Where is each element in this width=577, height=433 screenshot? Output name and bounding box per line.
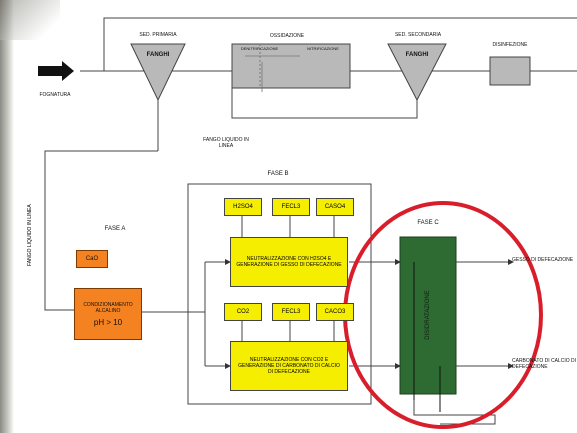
reagent-caco3: CaCO3 [316,303,354,321]
reagent-h2so4: H2SO4 [224,198,262,216]
secondary-clarifier-shape [387,43,447,102]
reagent-caso4: CaSO4 [316,198,354,216]
fase-c-title: FASE C [417,220,439,226]
inlet-arrow-icon [38,61,74,81]
photo-edge-top [0,0,60,40]
cao-box: CaO [76,250,108,268]
sludge-line [44,150,158,311]
reagent-fecl3-top: FeCl3 [272,198,310,216]
secondary-return-line [231,88,418,119]
recirculation-line [103,17,577,71]
label-fanghi-1: FANGHI [146,52,170,58]
label-sed-primaria: SED. PRIMARIA [139,32,177,38]
disidratazione-label: DISIDRATAZIONE [425,290,431,340]
label-fanghi-2: FANGHI [405,52,429,58]
primary-clarifier-shape [130,43,186,102]
neutralizzazione-h2so4-box: NEUTRALIZZAZIONE CON H2SO4 E GENERAZIONE… [230,237,348,287]
label-denitrificazione: DENITRIFICAZIONE [240,46,279,51]
label-ossidazione: OSSIDAZIONE [269,33,305,39]
ph-label: pH > 10 [93,317,123,327]
label-sed-secondaria: SED. SECONDARIA [394,32,442,38]
disinfection-tank [489,56,531,86]
oxidation-tank [231,43,351,89]
label-fognatura: FOGNATURA [39,92,71,98]
fase-b-frame [187,183,372,405]
reagent-fecl3-bottom: FeCl3 [272,303,310,321]
label-fango-liquido: FANGO LIQUIDO IN LINEA [203,137,249,149]
neutralizzazione-co2-box: NEUTRALIZZAZIONE CON CO2 E GENERAZIONE D… [230,341,348,391]
condizionamento-label: CONDIZIONAMENTO ALCALINO [83,301,133,314]
output-gesso: GESSO DI DEFECAZIONE [512,257,574,263]
dehydration-column [399,236,457,395]
output-carbonato: CARBONATO DI CALCIO DI DEFECAZIONE [512,358,576,370]
reagent-co2: CO2 [224,303,262,321]
photo-edge-left [0,0,14,433]
fase-a-title: FASE A [104,226,126,232]
label-fango-liquido-left: FANGO LIQUIDO IN LINEA [27,204,33,266]
label-nitrificazione: NITRIFICAZIONE [307,46,339,51]
condizionamento-box: CONDIZIONAMENTO ALCALINO pH > 10 [74,288,142,340]
label-disinfezione: DISINFEZIONE [492,42,528,48]
fase-b-title: FASE B [267,171,289,177]
